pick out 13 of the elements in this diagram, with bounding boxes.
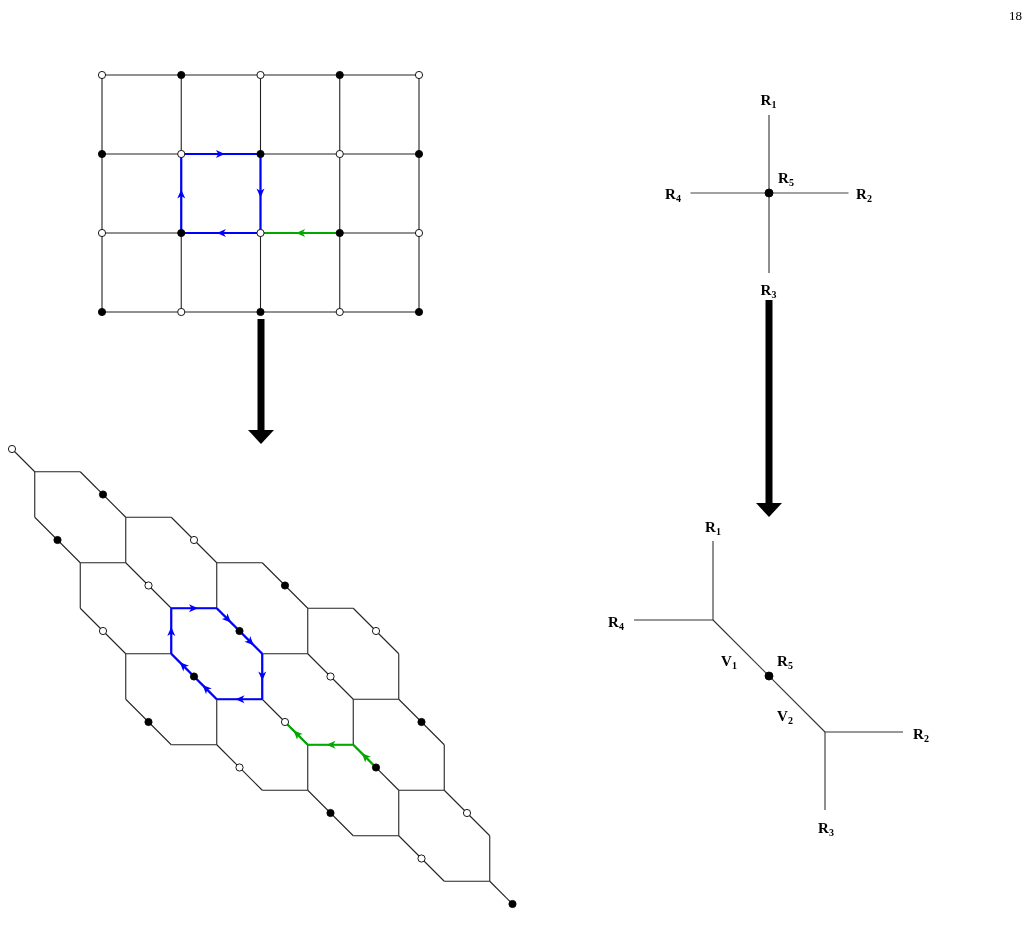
dot-label: R$_{5}$: [778, 170, 794, 186]
line-label: R$_{2}$: [913, 726, 929, 742]
page-number: 18: [1009, 8, 1022, 22]
line-label: R$_{4}$: [665, 186, 681, 202]
line-label: R$_{3}$: [818, 820, 834, 836]
line-label: R$_{1}$: [760, 92, 777, 108]
line-label: R$_{4}$: [608, 614, 624, 630]
segment-label: V$_{2}$: [777, 708, 793, 724]
segment-label: V$_{1}$: [721, 653, 737, 669]
line-label: R$_{1}$: [705, 519, 721, 535]
dot-label: R$_{5}$: [777, 653, 793, 669]
line-label: R$_{3}$: [760, 282, 777, 298]
line-label: R$_{2}$: [856, 186, 872, 202]
